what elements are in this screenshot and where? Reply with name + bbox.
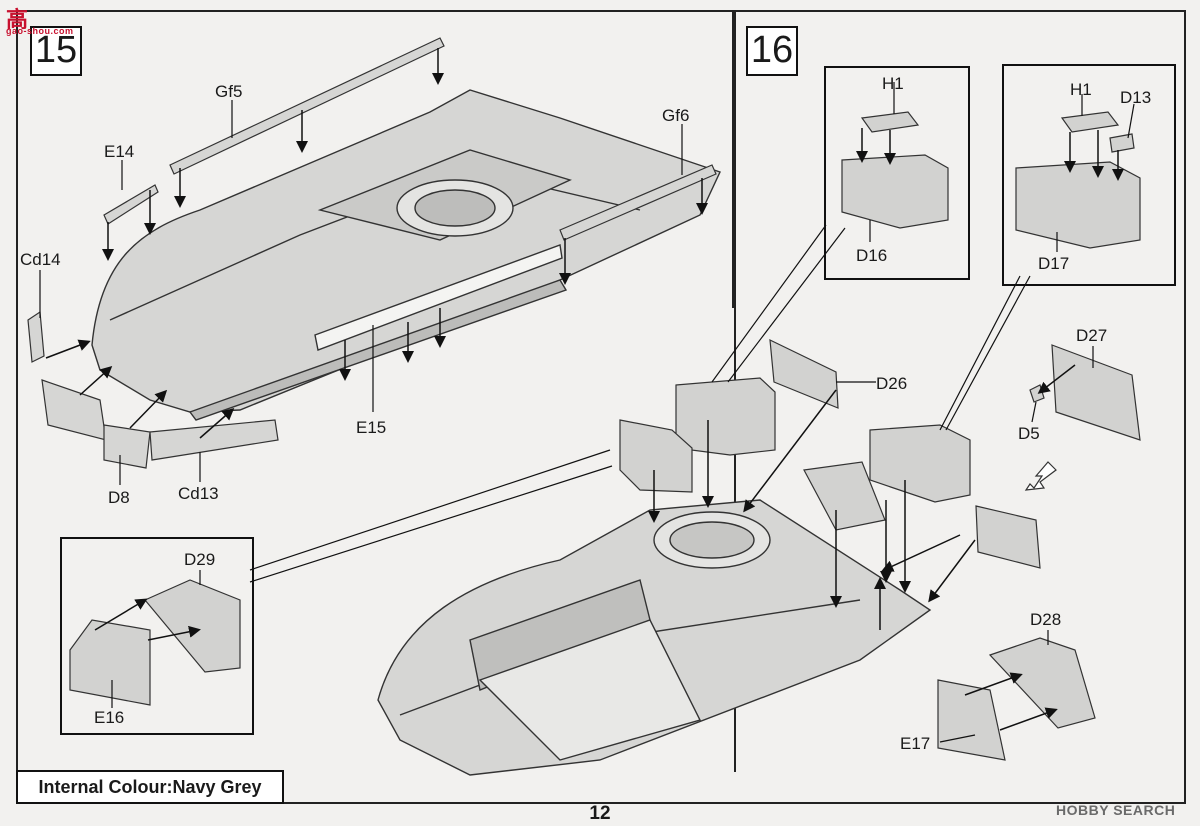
detail-d17	[1015, 161, 1141, 249]
watermark-bottom: HOBBY SEARCH	[1056, 802, 1176, 818]
part-gf5	[169, 37, 445, 175]
direction-arrow-icon	[1024, 461, 1057, 491]
part-d5	[1029, 384, 1045, 403]
part-wedge	[803, 461, 886, 531]
label-e17: E17	[900, 734, 931, 753]
part-d17	[869, 424, 971, 503]
part-cd13	[149, 419, 279, 461]
part-d27	[1051, 344, 1141, 441]
label-e14: E14	[104, 142, 135, 161]
part-d8	[103, 424, 151, 469]
part-e16	[69, 619, 151, 706]
part-e14	[103, 184, 159, 225]
step-number-16: 16	[746, 26, 798, 76]
label-d29: D29	[184, 550, 216, 569]
part-gf6	[559, 164, 717, 241]
part-d26	[769, 338, 839, 409]
part-d29	[144, 579, 241, 673]
detail-box-d16	[824, 66, 970, 280]
hull-upper	[91, 89, 721, 421]
part-h1-b	[1060, 111, 1120, 133]
internal-colour-note: Internal Colour:Navy Grey	[16, 770, 284, 804]
part-h1-a	[860, 111, 920, 133]
watermark-top-site: gao-shou.com	[6, 26, 74, 36]
detail-box-d29	[60, 537, 254, 735]
page-number: 12	[589, 803, 611, 824]
detail-d16	[841, 154, 949, 229]
label-e16: E16	[94, 708, 125, 727]
label-cd13: Cd13	[178, 484, 219, 503]
label-h1-d17: H1	[1070, 80, 1092, 99]
label-d5: D5	[1018, 424, 1040, 443]
page-frame	[16, 10, 1186, 804]
part-side-panel	[975, 505, 1041, 569]
label-d8: D8	[108, 488, 130, 507]
label-d27: D27	[1076, 326, 1108, 345]
label-d28: D28	[1030, 610, 1062, 629]
label-d16: D16	[856, 246, 888, 265]
label-cd14: Cd14	[20, 250, 61, 269]
hull-lower	[377, 499, 932, 776]
step-number-15: 15	[30, 26, 82, 76]
part-cd14	[27, 310, 45, 363]
label-d26: D26	[876, 374, 908, 393]
label-gf6: Gf6	[662, 106, 690, 125]
label-d17: D17	[1038, 254, 1070, 273]
part-box-left	[619, 419, 693, 493]
label-h1-d16: H1	[882, 74, 904, 93]
label-gf5: Gf5	[215, 82, 243, 101]
part-d16	[675, 377, 776, 456]
watermark-top-logo: 高	[6, 2, 29, 34]
label-d13: D13	[1120, 88, 1152, 107]
part-front-left	[41, 379, 107, 441]
watermark-glyph: 高	[6, 7, 29, 32]
part-d13	[1109, 133, 1135, 153]
label-e15: E15	[356, 418, 387, 437]
detail-box-d17	[1002, 64, 1176, 286]
part-e17	[937, 679, 1006, 761]
